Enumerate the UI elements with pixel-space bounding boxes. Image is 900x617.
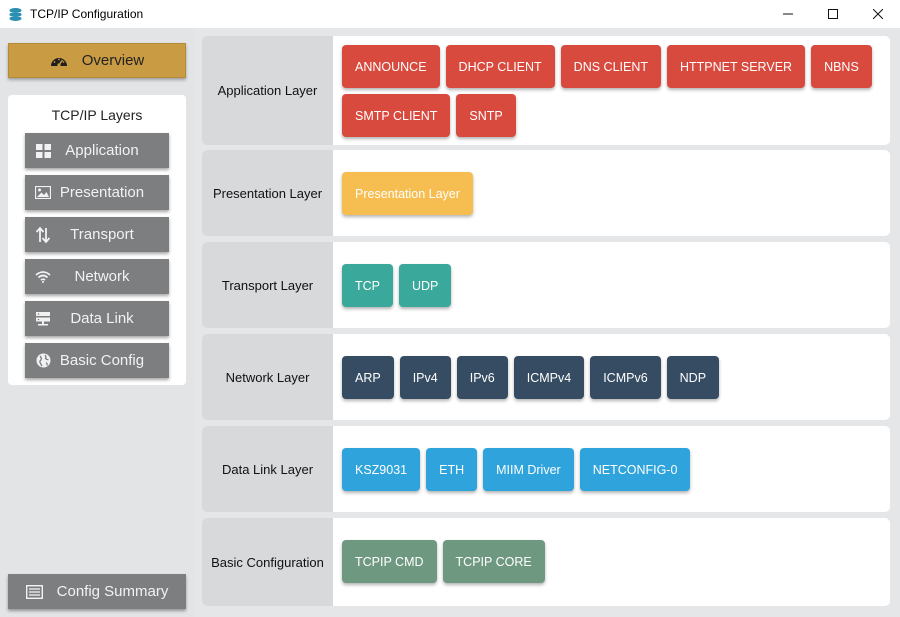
module-button-announce[interactable]: ANNOUNCE (342, 45, 440, 88)
config-summary-label: Config Summary (56, 583, 169, 600)
layer-label: Network Layer (202, 334, 333, 420)
sidebar-item-label: Transport (70, 226, 134, 243)
window-title: TCP/IP Configuration (30, 7, 144, 21)
server-icon (35, 311, 51, 326)
minimize-icon (782, 13, 793, 15)
list-icon (25, 584, 43, 599)
layer-label: Application Layer (202, 36, 333, 145)
sidebar-item-label: Basic Config (59, 352, 145, 369)
module-button-ndp[interactable]: NDP (666, 356, 720, 399)
sidebar-item-network[interactable]: Network (25, 259, 169, 294)
sidebar-item-presentation[interactable]: Presentation (25, 175, 169, 210)
wifi-icon (35, 270, 51, 283)
layers-panel: TCP/IP Layers Application Presentation T… (8, 95, 186, 385)
sidebar-item-data-link[interactable]: Data Link (25, 301, 169, 336)
module-button-dhcp-client[interactable]: DHCP CLIENT (445, 45, 555, 88)
layer-label: Transport Layer (202, 242, 333, 328)
overview-label: Overview (81, 52, 145, 69)
module-button-udp[interactable]: UDP (399, 264, 452, 307)
title-bar: TCP/IP Configuration (0, 0, 900, 28)
maximize-button[interactable] (810, 0, 855, 28)
up-down-arrows-icon (35, 226, 51, 243)
module-button-nbns[interactable]: NBNS (811, 45, 872, 88)
module-button-httpnet-server[interactable]: HTTPNET SERVER (667, 45, 806, 88)
sidebar-item-label: Application (65, 142, 139, 159)
module-button-presentation-layer[interactable]: Presentation Layer (342, 172, 473, 215)
overview-button[interactable]: Overview (8, 43, 186, 78)
module-button-arp[interactable]: ARP (342, 356, 394, 399)
maximize-icon (827, 9, 838, 19)
module-button-sntp[interactable]: SNTP (456, 94, 516, 137)
app-icon (7, 6, 23, 22)
image-icon (35, 186, 51, 199)
module-button-icmpv4[interactable]: ICMPv4 (513, 356, 585, 399)
module-button-eth[interactable]: ETH (426, 448, 478, 491)
layer-label: Presentation Layer (202, 150, 333, 236)
layers-title: TCP/IP Layers (51, 107, 143, 123)
module-button-tcp[interactable]: TCP (342, 264, 393, 307)
module-button-ipv4[interactable]: IPv4 (399, 356, 451, 399)
sidebar: Overview TCP/IP Layers Application Prese… (0, 28, 194, 617)
layer-row-presentation: Presentation Layer Presentation Layer (202, 150, 890, 236)
layer-label: Data Link Layer (202, 426, 333, 512)
layer-label: Basic Configuration (202, 518, 333, 606)
module-button-netconfig-0[interactable]: NETCONFIG-0 (579, 448, 691, 491)
globe-icon (35, 353, 51, 368)
module-button-ipv6[interactable]: IPv6 (456, 356, 508, 399)
module-button-tcpip-cmd[interactable]: TCPIP CMD (342, 540, 437, 583)
sidebar-item-transport[interactable]: Transport (25, 217, 169, 252)
close-icon (872, 9, 883, 19)
minimize-button[interactable] (765, 0, 810, 28)
main-area: Overview TCP/IP Layers Application Prese… (0, 28, 900, 617)
dashboard-icon (50, 54, 68, 68)
sidebar-item-application[interactable]: Application (25, 133, 169, 168)
module-button-ksz9031[interactable]: KSZ9031 (342, 448, 421, 491)
sidebar-item-label: Network (74, 268, 130, 285)
sidebar-item-label: Data Link (70, 310, 134, 327)
sidebar-item-label: Presentation (59, 184, 145, 201)
module-button-smtp-client[interactable]: SMTP CLIENT (342, 94, 451, 137)
module-button-miim-driver[interactable]: MIIM Driver (483, 448, 574, 491)
module-button-dns-client[interactable]: DNS CLIENT (560, 45, 661, 88)
layer-modules: Presentation Layer (333, 150, 890, 236)
close-button[interactable] (855, 0, 900, 28)
grid-icon (35, 143, 51, 158)
module-button-icmpv6[interactable]: ICMPv6 (590, 356, 661, 399)
sidebar-item-basic-config[interactable]: Basic Config (25, 343, 169, 378)
config-summary-button[interactable]: Config Summary (8, 574, 186, 609)
module-button-tcpip-core[interactable]: TCPIP CORE (442, 540, 545, 583)
